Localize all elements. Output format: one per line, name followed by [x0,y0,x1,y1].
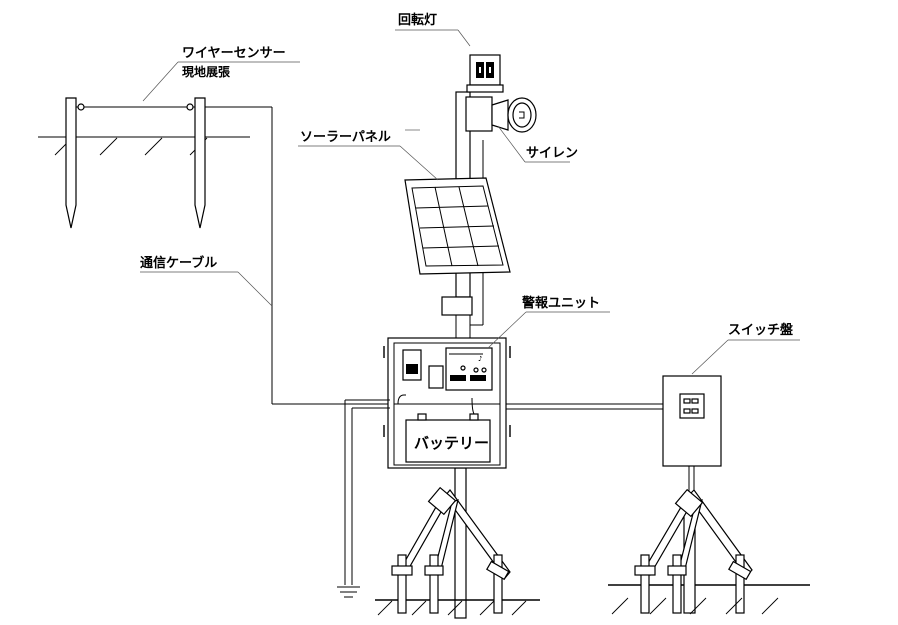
rotating-light-label: 回転灯 [398,12,437,28]
solar-panel-label: ソーラーパネル [300,130,391,145]
alarm-unit-label: 警報ユニット [522,295,600,311]
alarm-unit-callout: 警報ユニット [487,295,610,349]
switch-panel-label: スイッチ盤 [728,322,794,338]
solar-panel: ソーラーパネル [298,129,511,275]
comm-cable-label: 通信ケーブル [140,255,217,271]
siren-label: サイレン [526,146,578,161]
wire-sensor-sublabel: 現地展張 [182,64,231,79]
wire-sensor-label: ワイヤーセンサー [182,46,286,61]
main-tripod [375,486,540,616]
switch-panel [662,375,722,495]
wire-sensor-fence [38,97,390,405]
wire-sensor-callout: ワイヤーセンサー 現地展張 [142,46,300,102]
battery-label: バッテリー [414,434,489,452]
siren: サイレン [465,96,578,163]
switch-panel-callout: スイッチ盤 [691,322,800,375]
alarm-cabinet: ♪ バッテリー [383,337,511,469]
switch-tripod [608,488,810,615]
svg-text:♪: ♪ [478,355,482,363]
switch-cable [506,403,663,410]
rotating-light: 回転灯 [395,12,504,93]
ground-wire [337,399,390,598]
comm-cable-callout: 通信ケーブル [140,255,273,307]
